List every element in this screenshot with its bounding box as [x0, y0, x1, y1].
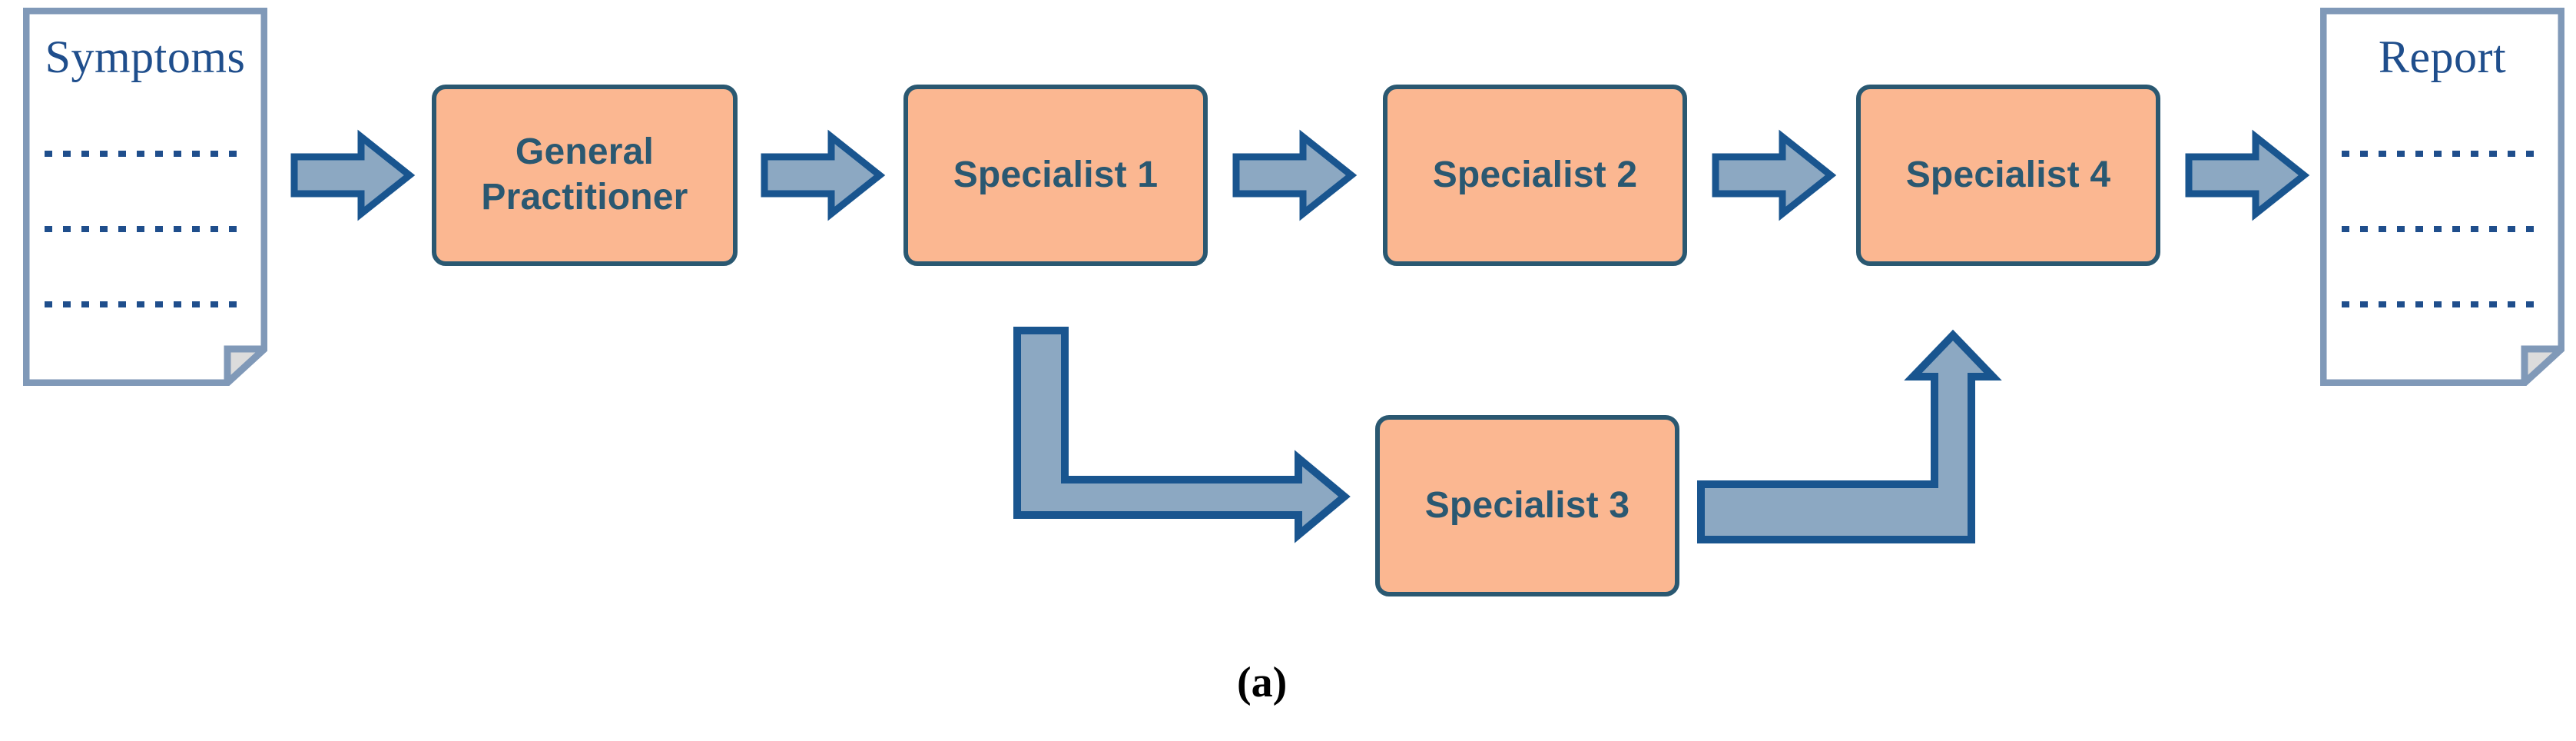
symptoms-document: Symptoms — [23, 8, 267, 386]
document-rule-lines — [2342, 151, 2545, 307]
report-document: Report — [2320, 8, 2564, 386]
arrow-specialist-1-to-specialist-3-icon — [1013, 326, 1351, 557]
process-box-label: Specialist 2 — [1432, 154, 1638, 195]
arrow-specialist-4-to-report-icon — [2185, 129, 2310, 221]
process-box-label: General Practitioner — [481, 131, 688, 218]
figure-caption: (a) — [1237, 659, 1288, 706]
symptoms-document-title: Symptoms — [45, 32, 246, 82]
report-document-title: Report — [2378, 32, 2507, 82]
process-box-specialist-2[interactable]: Specialist 2 — [1383, 85, 1687, 266]
process-box-label: Specialist 3 — [1424, 484, 1630, 526]
symptoms-document-shape — [23, 8, 267, 386]
report-document-shape — [2320, 8, 2564, 386]
process-box-specialist-1[interactable]: Specialist 1 — [903, 85, 1208, 266]
process-box-specialist-3[interactable]: Specialist 3 — [1375, 415, 1679, 596]
process-box-general-practitioner[interactable]: General Practitioner — [432, 85, 738, 266]
arrow-gp-to-specialist-1-icon — [761, 129, 886, 221]
arrow-specialist-1-to-specialist-2-icon — [1232, 129, 1358, 221]
process-box-label: Specialist 1 — [953, 154, 1159, 195]
process-box-label: Specialist 4 — [1905, 154, 2111, 195]
document-fold-corner — [2521, 345, 2564, 386]
process-box-specialist-4[interactable]: Specialist 4 — [1856, 85, 2160, 266]
document-rule-lines — [45, 151, 247, 307]
arrow-symptoms-to-gp-icon — [290, 129, 416, 221]
document-fold-corner — [224, 345, 267, 386]
arrow-specialist-3-to-specialist-4-icon — [1696, 329, 2019, 544]
arrow-specialist-2-to-specialist-4-icon — [1712, 129, 1837, 221]
